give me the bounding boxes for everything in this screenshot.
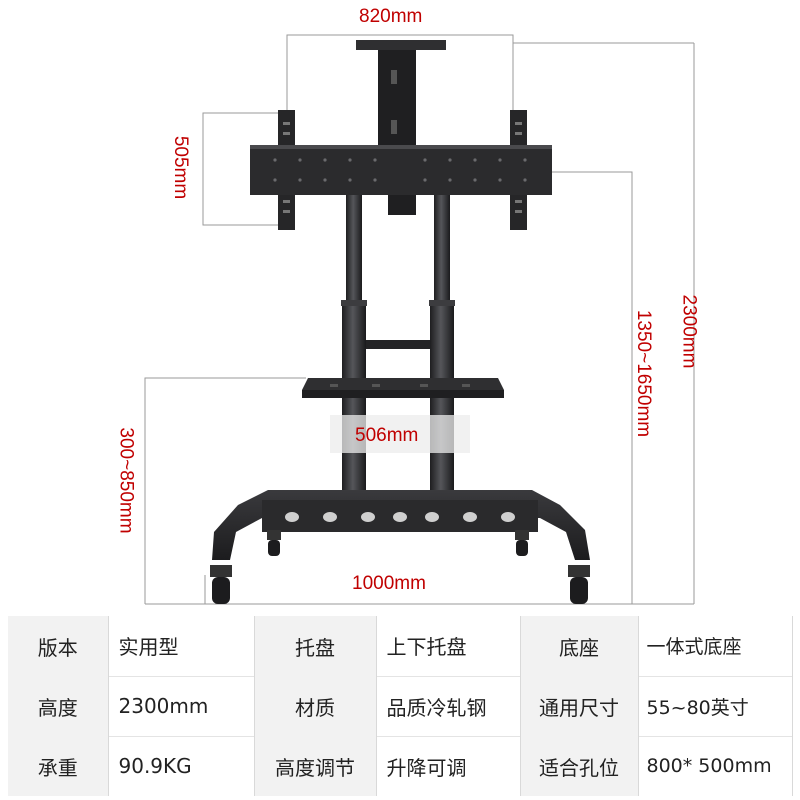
table-row: 高度 2300mm 材质 品质冷轧钢 通用尺寸 55~80英寸 bbox=[8, 675, 793, 736]
spec-value: 品质冷轧钢 bbox=[375, 675, 521, 736]
table-row: 版本 实用型 托盘 上下托盘 底座 一体式底座 bbox=[8, 616, 793, 676]
spec-value: 升降可调 bbox=[375, 735, 521, 796]
dim-tray-width: 506mm bbox=[355, 425, 419, 446]
dim-height-mount: 505mm bbox=[170, 135, 192, 200]
spec-table: 版本 实用型 托盘 上下托盘 底座 一体式底座 高度 2300mm 材质 品质冷… bbox=[8, 616, 793, 796]
tray bbox=[302, 378, 504, 453]
spec-value: 55~80英寸 bbox=[637, 675, 793, 736]
spec-value: 90.9KG bbox=[107, 735, 255, 796]
tv-stand-illustration bbox=[144, 34, 695, 605]
poles bbox=[341, 195, 455, 500]
spec-value: 800* 500mm bbox=[637, 735, 793, 796]
dim-height-total: 2300mm bbox=[678, 294, 700, 369]
dim-width-top: 820mm bbox=[359, 6, 423, 27]
spec-value: 实用型 bbox=[107, 616, 255, 676]
mount-column bbox=[356, 40, 446, 215]
casters bbox=[210, 530, 590, 604]
dim-height-adjust: 1350~1650mm bbox=[633, 309, 655, 438]
spec-label: 适合孔位 bbox=[520, 736, 638, 796]
spec-label: 托盘 bbox=[254, 616, 376, 676]
spec-label: 版本 bbox=[8, 616, 108, 676]
spec-label: 高度 bbox=[8, 676, 108, 736]
tv-stand-diagram: 820mm 505mm 2300mm 1350~1650mm 300~850mm… bbox=[115, 6, 700, 605]
spec-label: 底座 bbox=[520, 616, 638, 676]
spec-label: 高度调节 bbox=[254, 736, 376, 796]
spec-value: 2300mm bbox=[107, 675, 255, 736]
spec-label: 材质 bbox=[254, 676, 376, 736]
dim-tray-height: 300~850mm bbox=[115, 427, 137, 534]
dim-base-width: 1000mm bbox=[352, 573, 426, 594]
mount-bar bbox=[250, 145, 552, 195]
spec-value: 上下托盘 bbox=[375, 616, 521, 676]
spec-label: 承重 bbox=[8, 736, 108, 796]
dimension-lines bbox=[144, 34, 695, 605]
spec-label: 通用尺寸 bbox=[520, 676, 638, 736]
spec-value: 一体式底座 bbox=[637, 616, 793, 676]
base bbox=[212, 490, 590, 560]
table-row: 承重 90.9KG 高度调节 升降可调 适合孔位 800* 500mm bbox=[8, 735, 793, 796]
